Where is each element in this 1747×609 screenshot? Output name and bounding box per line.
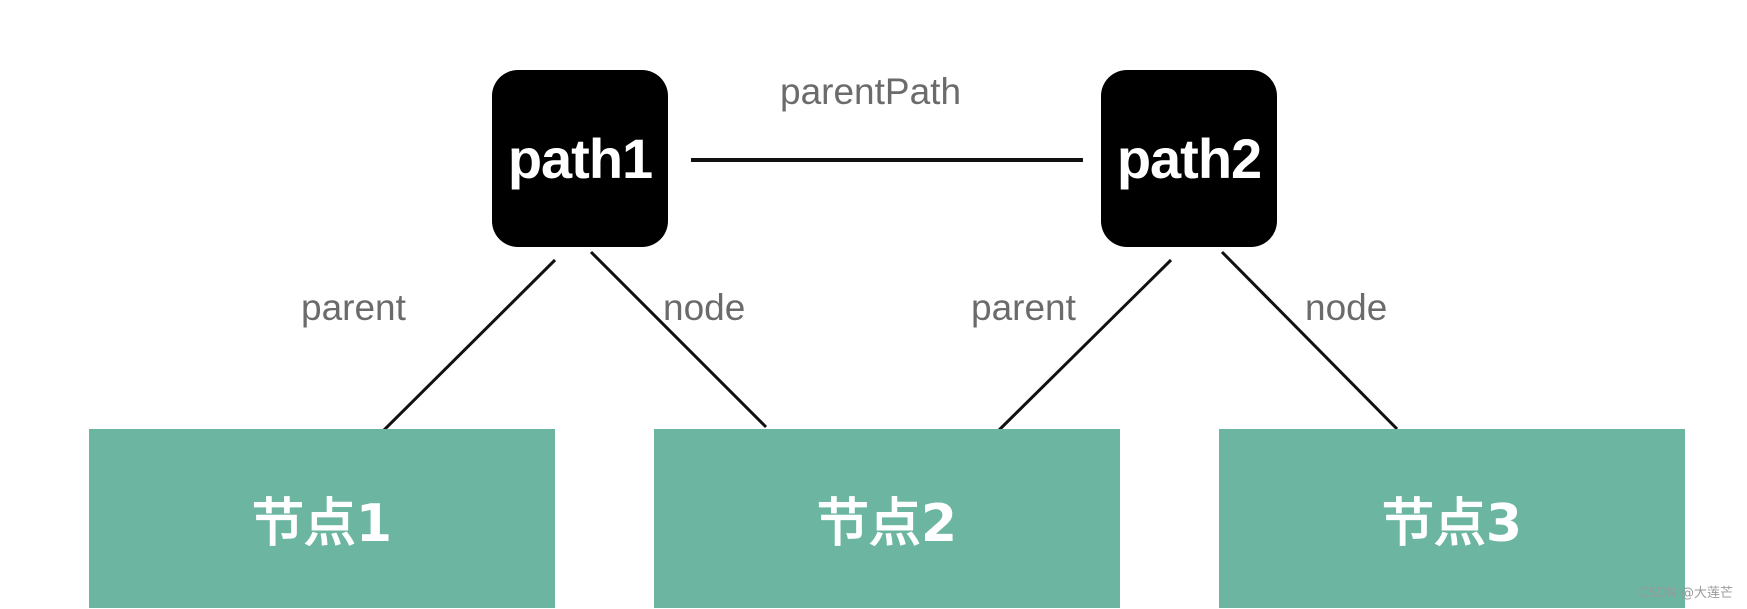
edge-path1-node	[589, 250, 768, 429]
edge-label-path2-node: node	[1305, 287, 1388, 328]
edge-path2-node	[1220, 250, 1399, 431]
path2-label: path2	[1116, 127, 1262, 190]
edge-label-path1-node: node	[663, 287, 746, 328]
edge-path2-parent	[990, 258, 1173, 439]
tree-node-1: 节点1	[89, 429, 555, 608]
watermark: CSDN @大莲芒	[1639, 586, 1733, 601]
tree-node-2: 节点2	[654, 429, 1120, 608]
tree-node-3: 节点3	[1219, 429, 1685, 608]
tree-node-2-label: 节点2	[816, 494, 958, 554]
tree-node-1-label: 节点1	[251, 494, 393, 554]
edge-path1-parent	[375, 258, 557, 439]
path2-node: path2	[1101, 70, 1277, 247]
path1-node: path1	[492, 70, 668, 247]
edge-label-path1-parent: parent	[301, 287, 406, 328]
tree-node-3-label: 节点3	[1381, 494, 1523, 554]
path1-label: path1	[507, 127, 653, 190]
edge-label-path2-parent: parent	[971, 287, 1076, 328]
edge-label-parentpath: parentPath	[780, 71, 962, 112]
